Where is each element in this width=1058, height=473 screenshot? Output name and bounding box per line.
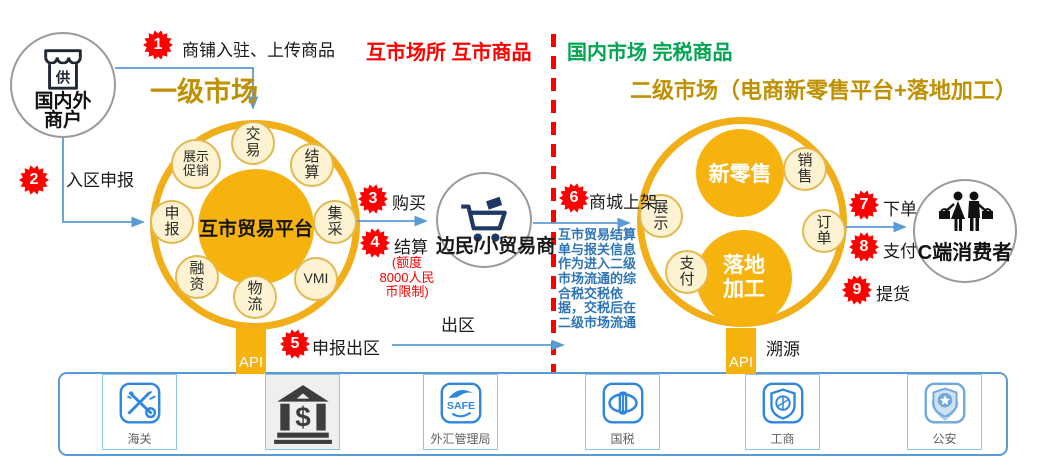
- zone-divider-dashed-line: [551, 34, 556, 372]
- market1-node-trade: 交易: [231, 121, 275, 165]
- step-2-label: 入区申报: [66, 171, 134, 190]
- step-6-label: 商城上架: [589, 193, 657, 212]
- step-4-label: 结算: [394, 238, 428, 257]
- industry-commerce-shield-icon: [762, 382, 803, 424]
- shopping-cart-icon: [461, 196, 507, 242]
- customs-emblem-icon: [119, 382, 160, 424]
- market1-title: 一级市场: [150, 77, 258, 107]
- market1-node-procurement: 集采: [313, 200, 357, 244]
- step-9-label: 提货: [876, 285, 910, 304]
- agency-safe-label: 外汇管理局: [430, 432, 491, 446]
- government-agencies-bar: [58, 372, 1008, 456]
- bank-icon: $: [269, 380, 336, 446]
- market2-node-order: 订单: [802, 209, 846, 253]
- agency-police: 公安: [907, 374, 982, 450]
- supplier-icon-char: 供: [55, 68, 71, 86]
- step-3-label: 购买: [392, 194, 426, 213]
- agency-police-label: 公安: [932, 432, 957, 446]
- trace-label: 溯源: [766, 340, 800, 359]
- supplier-node: 供 国内外商户: [10, 32, 116, 138]
- step-2-badge: 2: [19, 165, 49, 195]
- market1-node-settle: 结算: [290, 143, 334, 187]
- market2-node-sales: 销售: [783, 147, 827, 191]
- market2-node-display: 展示: [639, 194, 683, 238]
- market1-node-logistics: 物流: [233, 275, 277, 319]
- market1-node-finance: 融资: [175, 255, 219, 299]
- market2-title: 二级市场（电商新零售平台+落地加工）: [630, 78, 1017, 103]
- trader-node: [436, 172, 532, 268]
- exit-zone-label: 出区: [441, 316, 475, 335]
- step-3-badge: 3: [358, 184, 388, 214]
- agency-tax: 国税: [585, 374, 660, 450]
- step-5-badge: 5: [280, 329, 310, 359]
- agency-industry-commerce: 工商: [745, 374, 820, 450]
- market1-api-stem: API: [236, 328, 266, 374]
- zone-header-mutual-market: 互市场所 互市商品: [366, 42, 532, 64]
- trader-quota-note: (额度 8000人民 币限制): [379, 255, 435, 300]
- agency-bank: $: [265, 374, 340, 450]
- settlement-note: 互市贸易结算单与报关信息作为进入二级市场流通的综合税交税依据，交税后在二级市场流…: [558, 227, 637, 331]
- step-7-label: 下单: [883, 200, 917, 219]
- step-1-label: 商铺入驻、上传商品: [182, 41, 335, 60]
- step-1-badge: 1: [143, 30, 173, 60]
- step-9-badge: 9: [842, 275, 872, 305]
- market1-node-vmi: VMI: [294, 257, 338, 301]
- agency-safe: SAFE 外汇管理局: [423, 374, 498, 450]
- market2-local-processing: 落地加工: [696, 230, 792, 326]
- agency-customs: 海关: [102, 374, 177, 450]
- safe-text: SAFE: [446, 400, 474, 412]
- market2-new-retail: 新零售: [696, 129, 784, 217]
- agency-tax-label: 国税: [610, 432, 635, 446]
- step-7-badge: 7: [849, 190, 879, 220]
- step-8-label: 支付: [883, 242, 917, 261]
- agency-customs-label: 海关: [127, 432, 152, 446]
- step-5-label: 申报出区: [312, 339, 380, 358]
- tax-emblem-icon: [602, 382, 643, 424]
- market1-node-display-promo: 展示促销: [171, 139, 221, 189]
- consumer-label: C端消费者: [917, 242, 1013, 264]
- step-6-badge: 6: [559, 183, 589, 213]
- market1-api-label: API: [238, 354, 264, 371]
- safe-logo-icon: SAFE: [440, 382, 481, 424]
- zone-header-domestic-market: 国内市场 完税商品: [567, 42, 733, 64]
- market2-api-label: API: [728, 354, 754, 371]
- police-badge-icon: [924, 382, 965, 424]
- step-8-badge: 8: [849, 232, 879, 262]
- consumer-node: C端消费者: [913, 179, 1017, 283]
- step-4-badge: 4: [360, 228, 390, 258]
- agency-industry-commerce-label: 工商: [770, 432, 795, 446]
- market1-node-declare: 申报: [150, 200, 194, 244]
- market1-core: 互市贸易平台: [198, 169, 314, 285]
- storefront-icon: 供: [44, 49, 82, 90]
- trader-label: 边民/小贸易商: [436, 236, 556, 257]
- supplier-label: 国内外商户: [34, 91, 92, 131]
- bank-dollar-glyph: $: [295, 401, 311, 432]
- consumers-icon: [939, 191, 993, 231]
- market2-node-pay: 支付: [665, 250, 709, 294]
- market2-api-stem: API: [726, 328, 756, 374]
